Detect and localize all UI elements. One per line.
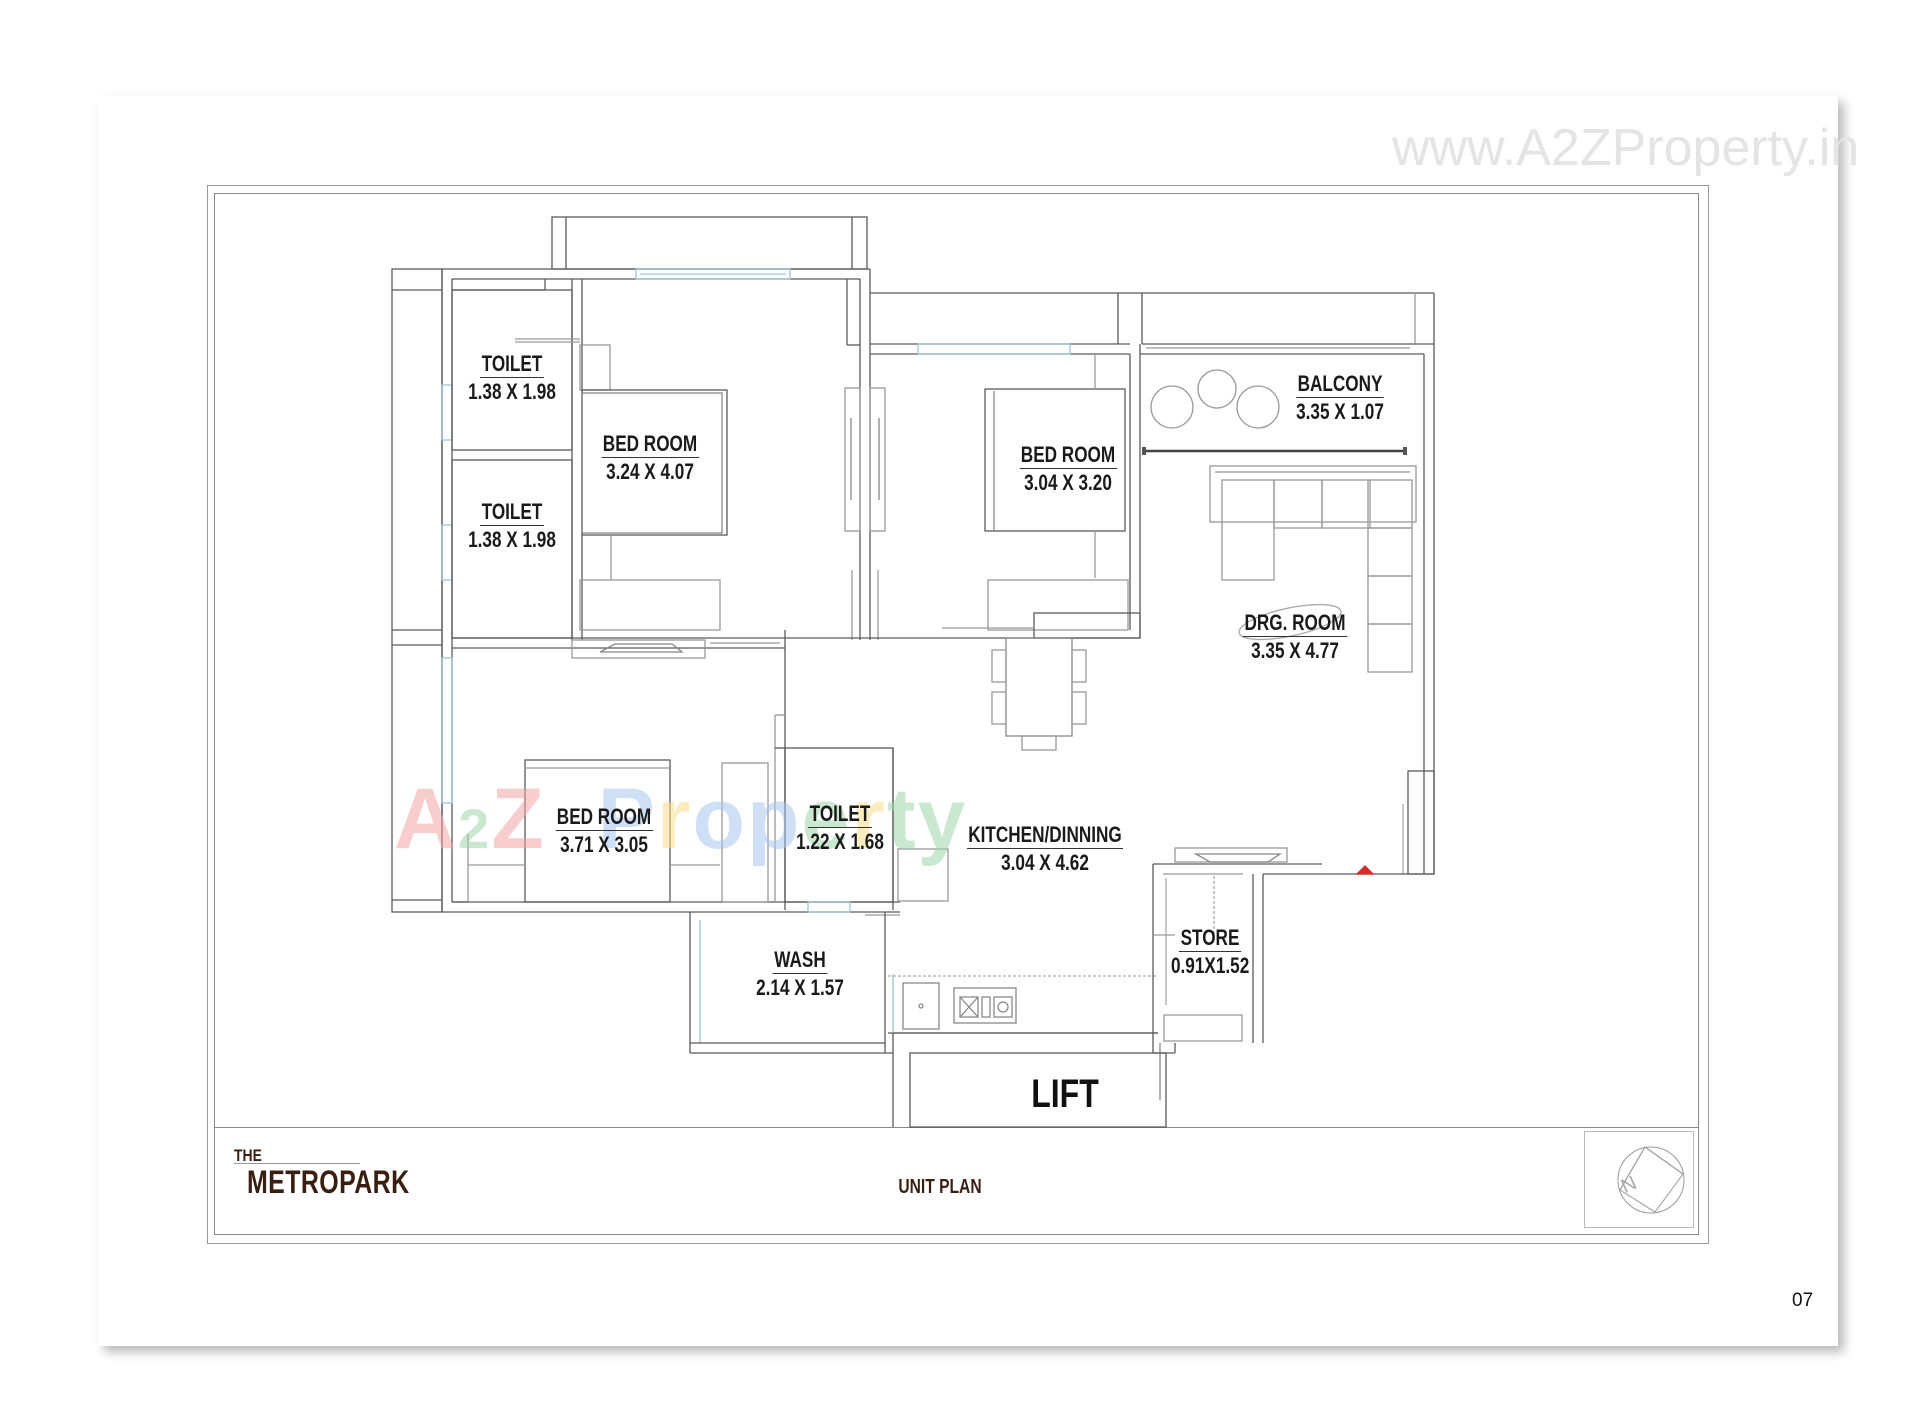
room-dimensions: 0.91X1.52	[1171, 953, 1250, 979]
room-dimensions: 3.04 X 4.62	[1001, 850, 1089, 876]
room-dimensions: 1.38 X 1.98	[468, 379, 556, 405]
north-arrow-box: N	[1584, 1131, 1694, 1228]
room-label-bedroom-2: BED ROOM 3.04 X 3.20	[1013, 442, 1122, 496]
watermark-letter: t	[886, 771, 918, 867]
room-name: BALCONY	[1296, 371, 1384, 399]
room-dimensions: 3.04 X 3.20	[1024, 470, 1112, 496]
room-label-toilet-3: TOILET 1.22 X 1.68	[793, 801, 887, 855]
room-name: TOILET	[480, 351, 544, 379]
lift-label: LIFT	[1031, 1072, 1099, 1116]
room-label-bedroom-1: BED ROOM 3.24 X 4.07	[595, 431, 704, 485]
watermark-letter: P	[597, 771, 657, 867]
room-label-store: STORE 0.91X1.52	[1171, 925, 1250, 979]
room-dimensions: 3.35 X 1.07	[1296, 399, 1384, 425]
brand-underline	[234, 1163, 360, 1164]
room-label-wash: WASH 2.14 X 1.57	[745, 947, 854, 1001]
room-label-drawing-room: DRG. ROOM 3.35 X 4.77	[1240, 610, 1349, 664]
watermark-letter: y	[917, 771, 968, 867]
room-name: BED ROOM	[1019, 442, 1117, 470]
room-dimensions: 3.71 X 3.05	[560, 832, 648, 858]
room-label-bedroom-3: BED ROOM 3.71 X 3.05	[549, 804, 658, 858]
room-name: BED ROOM	[601, 431, 699, 459]
room-label-balcony: BALCONY 3.35 X 1.07	[1285, 371, 1394, 425]
watermark-letter: r	[851, 771, 887, 867]
room-name: TOILET	[808, 801, 872, 829]
room-label-toilet-1: TOILET 1.38 X 1.98	[465, 351, 559, 405]
room-label-toilet-2: TOILET 1.38 X 1.98	[465, 499, 559, 553]
room-name: BED ROOM	[555, 804, 653, 832]
drawing-frame-outer	[207, 185, 1709, 1244]
room-dimensions: 1.38 X 1.98	[468, 527, 556, 553]
watermark-letter: p	[747, 771, 802, 867]
watermark-letter: A	[394, 771, 459, 867]
watermark-letter: r	[656, 771, 693, 867]
room-dimensions: 3.35 X 4.77	[1251, 638, 1339, 664]
room-dimensions: 2.14 X 1.57	[756, 975, 844, 1001]
brand-logo-text: METROPARK	[247, 1164, 410, 1200]
watermark-logo: A2Z Property	[394, 770, 967, 869]
sheet-title: UNIT PLAN	[898, 1176, 982, 1198]
room-label-kitchen-dining: KITCHEN/DINNING 3.04 X 4.62	[963, 822, 1127, 876]
north-arrow-icon: N	[1617, 1172, 1641, 1199]
brand-prefix: THE	[234, 1146, 262, 1165]
drawing-frame-inner	[214, 193, 1699, 1235]
watermark-url: www.A2ZProperty.in	[1392, 119, 1860, 177]
room-name: DRG. ROOM	[1242, 610, 1348, 638]
page-sheet	[98, 96, 1838, 1346]
watermark-letter: o	[692, 771, 747, 867]
page-number: 07	[1792, 1290, 1814, 1311]
room-name: TOILET	[480, 499, 544, 527]
room-dimensions: 3.24 X 4.07	[606, 459, 694, 485]
room-name: WASH	[772, 947, 828, 975]
watermark-letter: 2	[458, 797, 492, 860]
room-name: STORE	[1179, 925, 1241, 953]
room-dimensions: 1.22 X 1.68	[796, 829, 884, 855]
watermark-letter: e	[801, 771, 852, 867]
watermark-letter: Z	[491, 771, 546, 867]
room-name: KITCHEN/DINNING	[966, 822, 1124, 850]
